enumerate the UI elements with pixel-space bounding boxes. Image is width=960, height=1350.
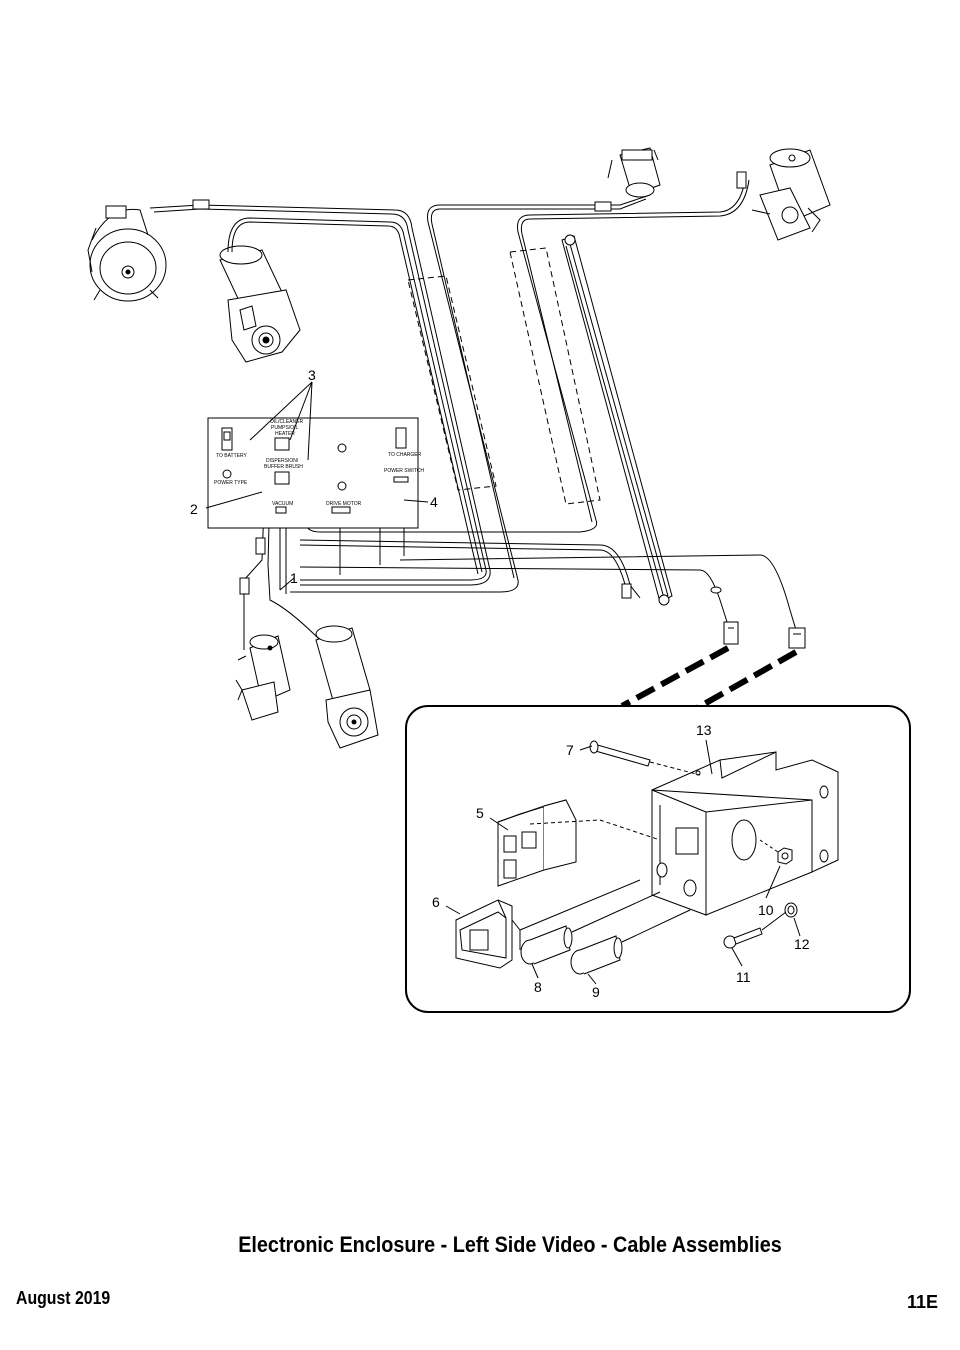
label-drive-motor: DRIVE MOTOR <box>326 501 362 507</box>
vacuum-motor-upper-left <box>87 205 167 302</box>
label-to-charger: TO CHARGER <box>388 452 422 458</box>
page-title: Electronic Enclosure - Left Side Video -… <box>238 1232 782 1257</box>
electronic-enclosure-panel <box>207 417 419 529</box>
callout-3: 3 <box>308 367 316 383</box>
cable-channel-bar <box>561 234 673 606</box>
callout-numbers: 1 2 3 4 5 6 7 8 9 10 11 12 13 <box>190 367 810 1000</box>
panel-labels: TO BATTERY POWER TYPE OIL/CLEANER PUMPS/… <box>214 419 424 507</box>
label-oil-cleaner: OIL/CLEANER <box>270 419 303 425</box>
harness-wires <box>149 179 797 650</box>
pump-motor-upper-right <box>751 148 831 241</box>
indicator-light-9 <box>570 909 691 975</box>
callout-6: 6 <box>432 894 440 910</box>
callout-7: 7 <box>566 742 574 758</box>
label-to-battery: TO BATTERY <box>216 453 248 459</box>
label-power-switch: POWER SWITCH <box>384 468 424 474</box>
callout-13: 13 <box>696 722 712 738</box>
motor-lower-left <box>235 634 291 721</box>
motor-lower-center <box>315 625 379 749</box>
label-dispersion: DISPERSION/ <box>266 458 299 464</box>
mounting-bracket <box>651 751 839 916</box>
label-vacuum: VACUUM <box>272 501 293 507</box>
callout-10: 10 <box>758 902 774 918</box>
callout-5: 5 <box>476 805 484 821</box>
pump-motor-upper <box>219 245 301 363</box>
nut-10 <box>759 839 793 865</box>
footer-date: August 2019 <box>16 1288 111 1308</box>
footer-page-number: 11E <box>906 1292 938 1312</box>
label-pumps-oil: PUMPS/OIL <box>271 425 298 431</box>
screw-7 <box>589 740 701 776</box>
callout-12: 12 <box>794 936 810 952</box>
callout-1: 1 <box>290 570 298 586</box>
callout-8: 8 <box>534 979 542 995</box>
callout-2: 2 <box>190 501 198 517</box>
dashed-outline <box>407 247 601 505</box>
rocker-switch-6 <box>455 879 641 969</box>
label-power-type: POWER TYPE <box>214 480 248 486</box>
detail-leader-lines <box>620 645 798 715</box>
small-pump-top-center <box>607 147 661 198</box>
indicator-light-8 <box>520 891 661 965</box>
callout-leaders <box>205 381 801 985</box>
end-plug-connectors <box>723 621 806 649</box>
label-heater: HEATER <box>275 431 295 437</box>
connector-5 <box>497 799 661 887</box>
washer-12 <box>784 902 798 918</box>
callout-11: 11 <box>736 969 751 985</box>
screw-11 <box>723 911 787 949</box>
callout-4: 4 <box>430 494 438 510</box>
callout-9: 9 <box>592 984 600 1000</box>
label-buffer-brush: BUFFER BRUSH <box>264 464 303 470</box>
